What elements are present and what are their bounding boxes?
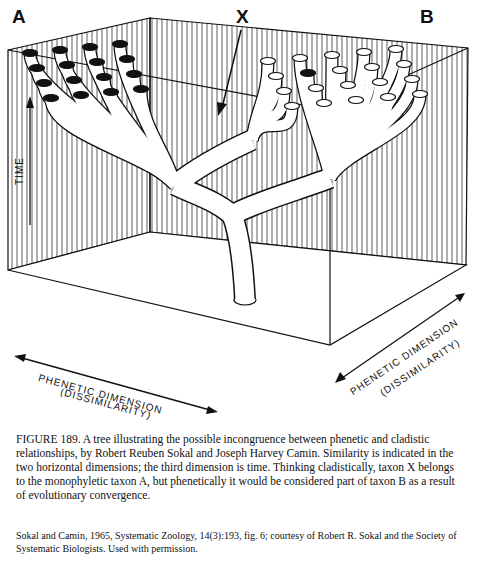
taxon-tip	[261, 58, 276, 65]
branch-outline	[37, 69, 175, 185]
taxon-tip	[413, 91, 428, 98]
taxon-label: A	[12, 6, 26, 28]
taxon-tip	[23, 50, 38, 57]
source-note: Sokal and Camin, 1965, Systematic Zoolog…	[16, 530, 461, 555]
branch-fill	[44, 84, 175, 185]
branch-outline	[330, 50, 396, 178]
branch-fill	[30, 54, 175, 185]
branch-outline	[232, 178, 330, 215]
taxon-tip	[67, 77, 82, 84]
branch-outline	[30, 54, 175, 185]
taxon-tip	[397, 61, 412, 68]
taxon-tip	[349, 97, 364, 104]
taxon-tip	[333, 67, 348, 74]
taxon-tip	[341, 82, 356, 89]
branch-fill	[232, 178, 330, 215]
taxon-tip	[309, 85, 324, 92]
branch-fill	[300, 59, 330, 178]
taxon-tip	[120, 56, 135, 63]
branch-outline	[232, 215, 245, 300]
branch-fill	[252, 107, 292, 140]
taxon-tip	[83, 44, 98, 51]
taxon-tip	[269, 73, 284, 80]
taxon-tip	[357, 49, 372, 56]
taxon-tip	[381, 94, 396, 101]
branch-fill	[141, 90, 175, 185]
branch-fill	[330, 50, 396, 178]
taxon-tip	[285, 103, 300, 110]
taxon-tip	[365, 64, 380, 71]
branch-fill	[104, 78, 175, 185]
taxon-tip	[389, 46, 404, 53]
branch-fill	[308, 74, 330, 178]
taxon-label: B	[420, 6, 434, 28]
axis-label: TIME	[14, 157, 26, 185]
taxon-tip	[127, 71, 142, 78]
taxon-tip	[301, 70, 316, 77]
taxon-tip	[60, 62, 75, 69]
taxon-label: X	[236, 6, 249, 28]
branch-fill	[37, 69, 175, 185]
branch-fill	[330, 95, 420, 178]
taxon-tip	[30, 65, 45, 72]
taxon-tip	[113, 41, 128, 48]
taxon-tip	[325, 52, 340, 59]
taxon-tip	[104, 89, 119, 96]
taxon-tip	[37, 80, 52, 87]
taxon-tip	[134, 86, 149, 93]
taxon-tip	[293, 55, 308, 62]
figure-caption: FIGURE 189. A tree illustrating the poss…	[16, 432, 461, 502]
taxon-tip	[277, 88, 292, 95]
taxon-tip	[405, 76, 420, 83]
taxon-tip	[317, 100, 332, 107]
taxon-tip	[44, 95, 59, 102]
taxon-tip	[373, 79, 388, 86]
taxon-tip	[53, 47, 68, 54]
branch-outline	[175, 140, 252, 185]
branch-fill	[232, 215, 245, 300]
taxon-tip	[90, 59, 105, 66]
taxon-tip	[97, 74, 112, 81]
taxon-tip	[74, 92, 89, 99]
branch-fill	[175, 140, 252, 185]
